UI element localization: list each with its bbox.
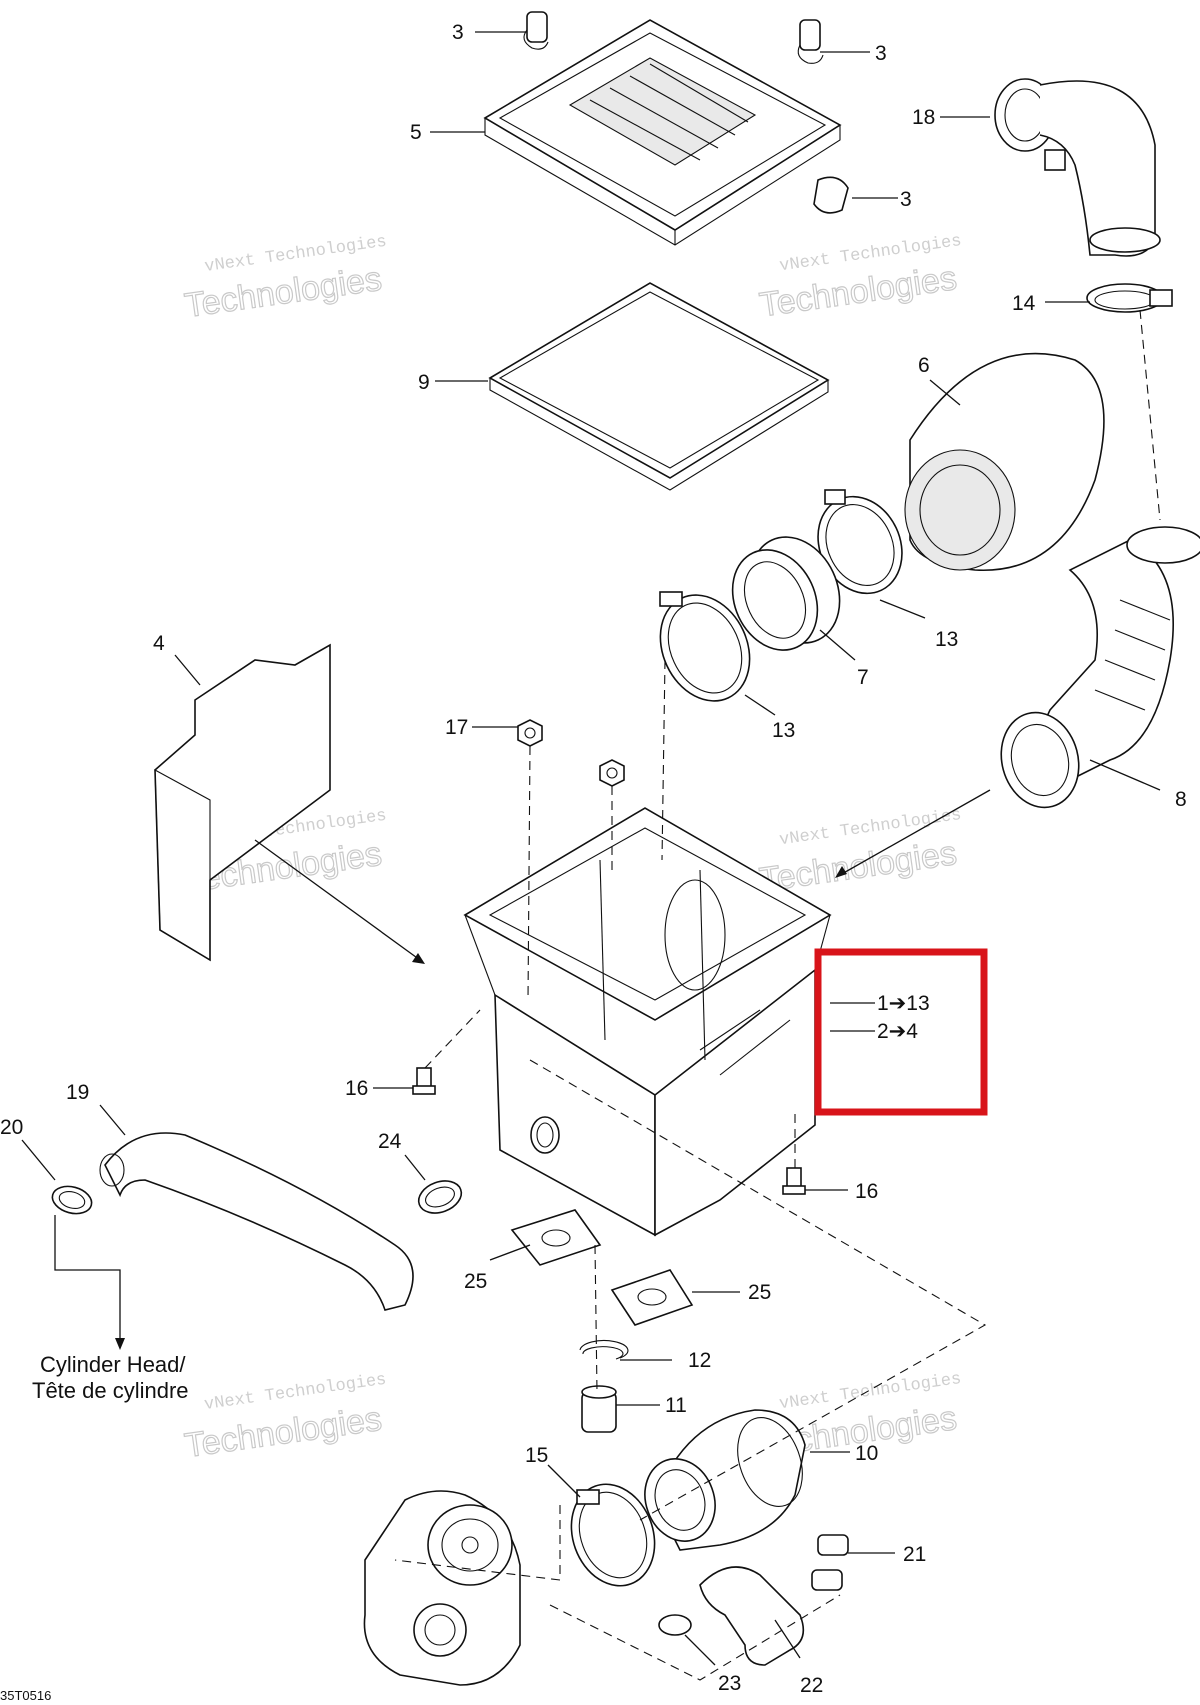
svg-text:Tête de cylindre: Tête de cylindre <box>32 1378 189 1403</box>
callout-13: 13 <box>772 719 795 742</box>
assembly-lines <box>394 309 1161 1681</box>
fitting-part-21 <box>811 1534 849 1591</box>
callout-8: 8 <box>1175 788 1187 811</box>
intake-elbow-part-18 <box>994 78 1161 257</box>
callout-16: 16 <box>345 1077 368 1100</box>
callout-9: 9 <box>418 371 430 394</box>
callout-17: 17 <box>445 716 468 739</box>
clip-part-3-top-left <box>523 11 549 50</box>
clamp-part-20 <box>51 1185 93 1215</box>
plate-part-25-right <box>610 1269 694 1326</box>
cylinder-head-note: Cylinder Head/ Tête de cylindre <box>32 1352 189 1403</box>
nut-part-17-left <box>517 719 543 747</box>
arrows <box>54 789 991 1350</box>
clamp-part-14 <box>1086 283 1173 313</box>
flex-duct-part-8 <box>1000 526 1200 809</box>
callout-11: 11 <box>665 1394 687 1417</box>
callout-22: 22 <box>800 1674 823 1697</box>
callout-4: 4 <box>153 632 165 655</box>
clamp-part-24 <box>417 1180 463 1214</box>
callout-20: 20 <box>0 1116 23 1139</box>
part-range-2-4: 2➔4 <box>877 1020 918 1043</box>
coupling-part-7 <box>731 536 841 651</box>
watermark-top-right: vNext Technologies Technologies <box>757 232 963 325</box>
callout-3: 3 <box>875 42 887 65</box>
gasket-part-9 <box>488 282 830 491</box>
callout-23: 23 <box>718 1672 741 1695</box>
callout-3: 3 <box>900 188 912 211</box>
callout-14: 14 <box>1012 292 1036 315</box>
hose-part-22 <box>699 1566 805 1666</box>
callout-6: 6 <box>918 354 930 377</box>
highlight-box: 1➔13 2➔4 <box>814 948 988 1116</box>
clip-part-23 <box>658 1614 692 1636</box>
callout-25: 25 <box>464 1270 487 1293</box>
part-range-1-13: 1➔13 <box>877 992 930 1015</box>
sleeve-part-11 <box>581 1385 617 1433</box>
heat-shield-part-4 <box>154 643 331 962</box>
clamp-part-13-lower <box>659 591 751 702</box>
watermark-bottom-left: vNext Technologies Technologies <box>182 1371 388 1466</box>
callout-13: 13 <box>935 628 958 651</box>
drawing-code: 35T0516 <box>0 1688 51 1703</box>
hose-part-19 <box>99 1132 414 1311</box>
callout-5: 5 <box>410 121 422 144</box>
leader-lines <box>21 31 1161 1666</box>
callout-3: 3 <box>452 21 464 44</box>
air-filter-part-6 <box>904 352 1105 572</box>
svg-text:Cylinder Head/: Cylinder Head/ <box>40 1352 186 1377</box>
circlip-part-12 <box>579 1340 629 1360</box>
callout-21: 21 <box>903 1543 926 1566</box>
callout-7: 7 <box>857 666 869 689</box>
callout-12: 12 <box>688 1349 711 1372</box>
nut-part-17-right <box>599 759 625 787</box>
callout-10: 10 <box>855 1442 878 1465</box>
callout-24: 24 <box>378 1130 402 1153</box>
callout-15: 15 <box>525 1444 548 1467</box>
carburetor <box>363 1490 521 1686</box>
airbox-cover-part-5 <box>483 19 842 246</box>
clip-part-3-top-right <box>797 19 824 64</box>
plate-part-25-left <box>510 1209 602 1266</box>
callout-labels: 3 3 3 5 18 9 14 6 13 13 7 4 17 8 16 16 1… <box>0 21 1187 1697</box>
callout-18: 18 <box>912 106 935 129</box>
clip-part-3-mid <box>813 176 849 214</box>
airbox-housing <box>463 807 832 1237</box>
adapter-part-10 <box>644 1409 806 1551</box>
callout-16: 16 <box>855 1180 878 1203</box>
watermark-top-left: vNext Technologies Technologies <box>182 233 388 326</box>
bolt-part-16-right <box>782 1167 806 1195</box>
callout-25: 25 <box>748 1281 771 1304</box>
callout-19: 19 <box>66 1081 89 1104</box>
bolt-part-16-left <box>412 1067 436 1095</box>
clamp-part-15 <box>570 1483 656 1587</box>
